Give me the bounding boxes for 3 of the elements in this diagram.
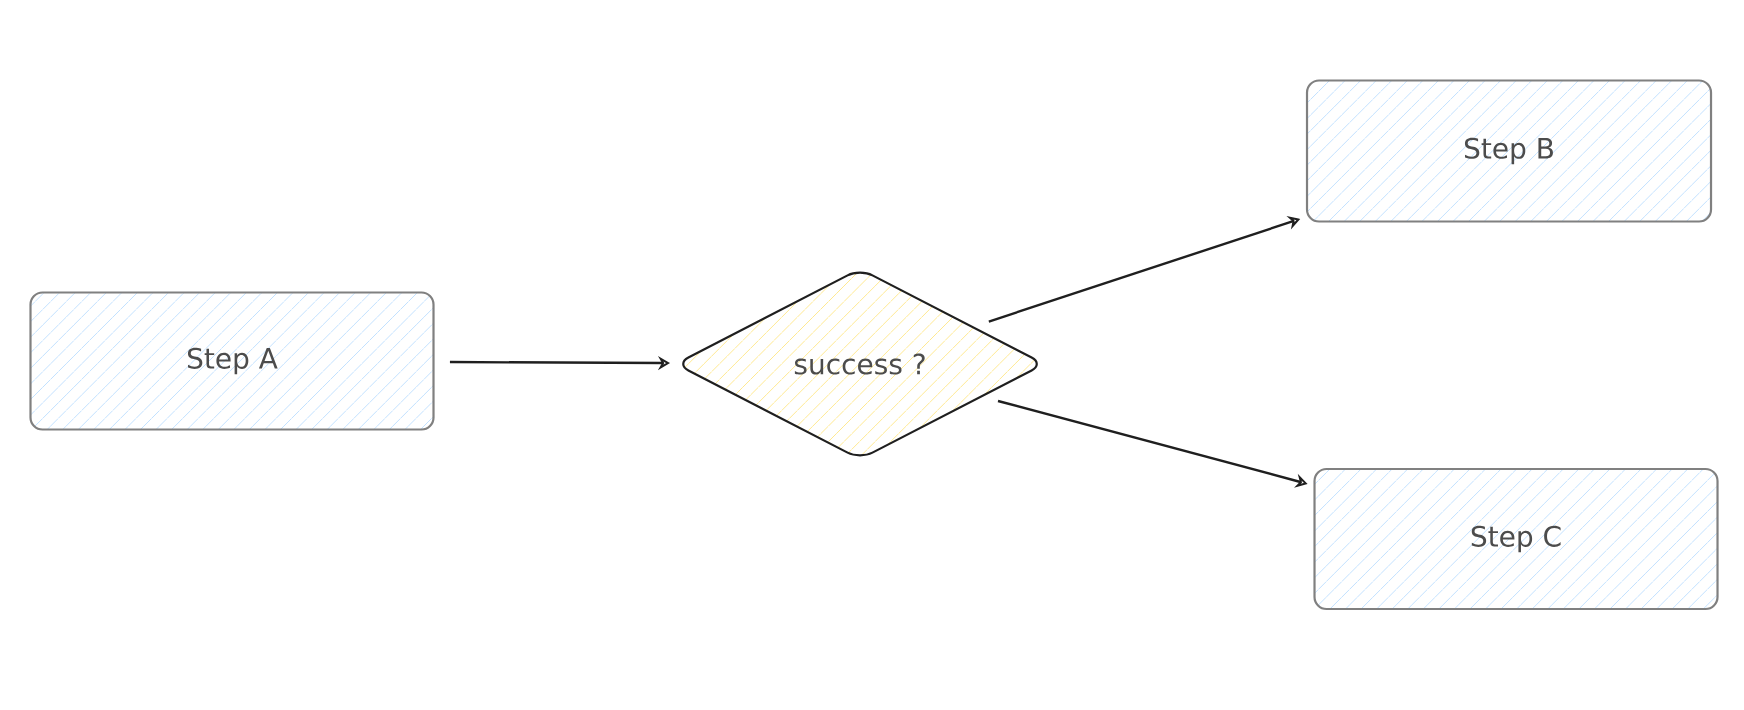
process-box: Step A <box>29 291 435 431</box>
process-box: Step B <box>1305 79 1713 223</box>
process-box: Step C <box>1313 467 1719 611</box>
